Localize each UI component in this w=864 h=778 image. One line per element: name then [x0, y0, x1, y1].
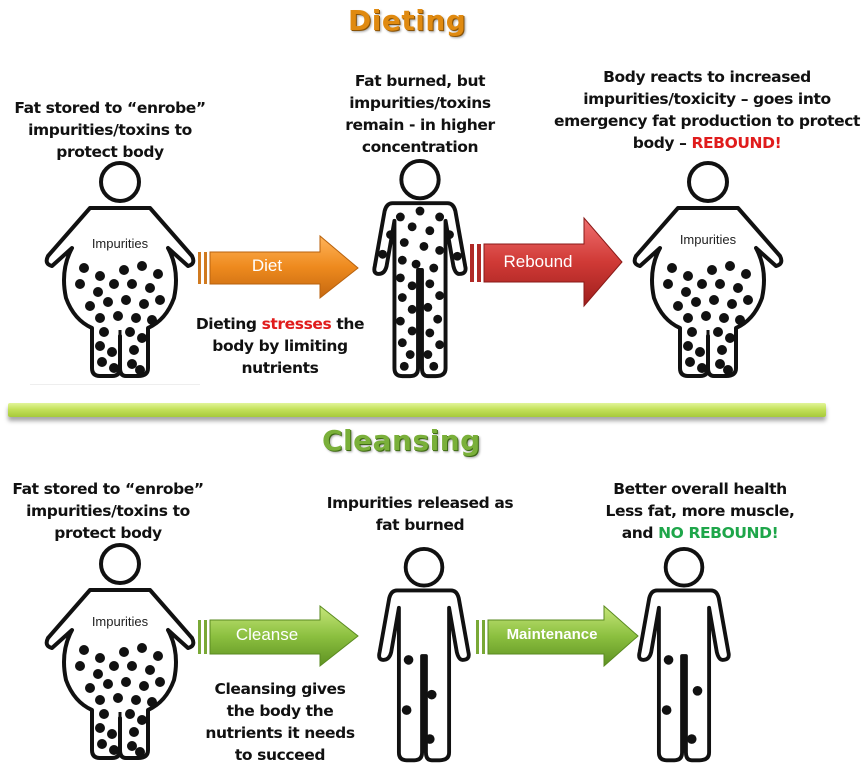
- rebound-arrow: [470, 216, 623, 308]
- fat-figure-rebound: Impurities: [632, 161, 784, 378]
- stresses-highlight: stresses: [261, 315, 332, 333]
- cleansing-stage1-caption: Fat stored to “enrobe” impurities/toxins…: [12, 480, 204, 542]
- cleansing-nutrients-note: Cleansing gives the body the nutrients i…: [205, 680, 355, 764]
- impurities-label: Impurities: [92, 236, 149, 251]
- dieting-stress-note: Dieting stresses the body by limiting nu…: [195, 315, 365, 377]
- section-divider: [8, 403, 826, 417]
- rebound-arrow-label: Rebound: [503, 252, 573, 271]
- thin-figure-concentrated-impurities: [372, 158, 468, 379]
- impurities-label: Impurities: [680, 232, 737, 247]
- cleanse-arrow: [198, 604, 359, 668]
- impurities-label: Impurities: [92, 614, 149, 629]
- dieting-title: Dieting: [348, 4, 467, 37]
- cleansing-stage3-caption: Better overall health Less fat, more mus…: [605, 480, 795, 542]
- diet-arrow: [198, 234, 359, 300]
- dieting-stage1-caption: Fat stored to “enrobe” impurities/toxins…: [14, 99, 206, 161]
- rebound-highlight: REBOUND!: [691, 134, 782, 152]
- fat-figure-with-impurities: Impurities: [44, 161, 196, 378]
- cleansing-stage2-caption: Impurities released as fat burned: [326, 494, 514, 534]
- dieting-stage3-text: Body reacts to increased impurities/toxi…: [553, 68, 861, 152]
- cleanse-arrow-label: Cleanse: [235, 625, 299, 644]
- fat-figure-with-impurities-cleansing: Impurities: [44, 543, 196, 760]
- thin-figure-healthy: [637, 546, 731, 763]
- maintenance-arrow-label: Maintenance: [506, 626, 598, 643]
- dieting-stage2-caption: Fat burned, but impurities/toxins remain…: [345, 72, 495, 156]
- no-rebound-highlight: NO REBOUND!: [658, 524, 779, 542]
- figure-shadow: [30, 384, 200, 385]
- cleansing-title: Cleansing: [322, 424, 481, 457]
- diet-arrow-label: Diet: [251, 256, 283, 275]
- maintenance-arrow: [476, 604, 639, 668]
- dieting-stage3-caption: Body reacts to increased impurities/toxi…: [548, 66, 864, 154]
- thin-figure-impurities-released: [377, 546, 471, 763]
